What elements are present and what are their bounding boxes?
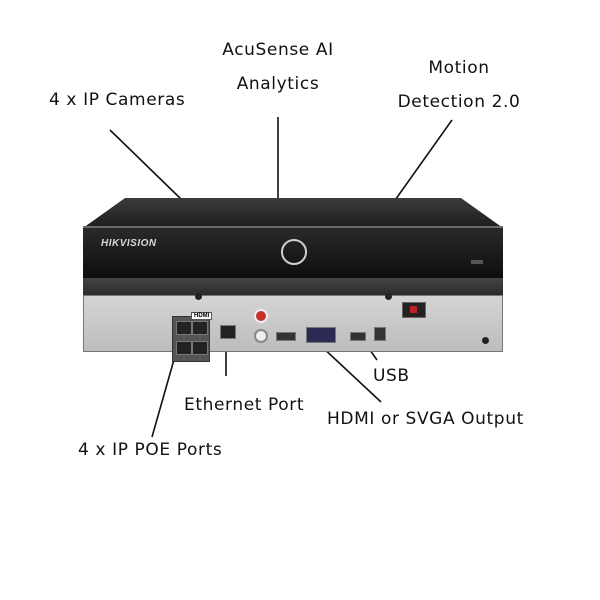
- hdmi-port: [276, 332, 296, 341]
- brand-logo: HIKVISION: [101, 238, 157, 249]
- poe-port-3: [176, 341, 192, 355]
- vga-port: [306, 327, 336, 343]
- nvr-rear-top: [83, 278, 503, 296]
- front-usb-port: [471, 260, 483, 264]
- audio-in-jack: [254, 329, 268, 343]
- motion-leader: [392, 119, 453, 204]
- audio-out-jack: [254, 309, 268, 323]
- nvr-front-panel: HIKVISION: [83, 226, 503, 280]
- usb-label: USB: [373, 366, 410, 386]
- poe-ports-label: 4 x IP POE Ports: [78, 440, 223, 460]
- nvr-top-cover: [83, 198, 503, 228]
- rear-usb-port: [350, 332, 366, 341]
- ground-screw: [482, 337, 489, 344]
- power-switch: [402, 302, 426, 318]
- acusense-label-line1: AcuSense AI: [222, 40, 334, 60]
- motion-detection-label: Motion Detection 2.0: [395, 60, 523, 111]
- nvr-rear-panel: [83, 295, 503, 362]
- nvr-rear-view: [83, 278, 503, 362]
- ethernet-lan-port: [220, 325, 236, 339]
- nvr-front-view: HIKVISION: [83, 198, 503, 280]
- power-button-icon: [281, 239, 307, 265]
- dc-power-jack: [374, 327, 386, 341]
- ip-cameras-label: 4 x IP Cameras: [49, 90, 186, 110]
- acusense-label: AcuSense AI Analytics: [205, 42, 351, 93]
- ip-cameras-leader: [109, 129, 183, 201]
- motion-label-line2: Detection 2.0: [397, 92, 521, 112]
- top-screw-left: [195, 293, 202, 300]
- ethernet-port-label: Ethernet Port: [184, 395, 305, 415]
- poe-port-2: [192, 321, 208, 335]
- hdmi-logo: HDMI: [191, 312, 213, 320]
- poe-port-4: [192, 341, 208, 355]
- hdmi-svga-label: HDMI or SVGA Output: [327, 409, 524, 429]
- poe-port-block: [172, 316, 210, 362]
- acusense-label-line2: Analytics: [236, 74, 320, 94]
- motion-label-line1: Motion: [428, 58, 490, 78]
- poe-port-1: [176, 321, 192, 335]
- top-screw-right: [385, 293, 392, 300]
